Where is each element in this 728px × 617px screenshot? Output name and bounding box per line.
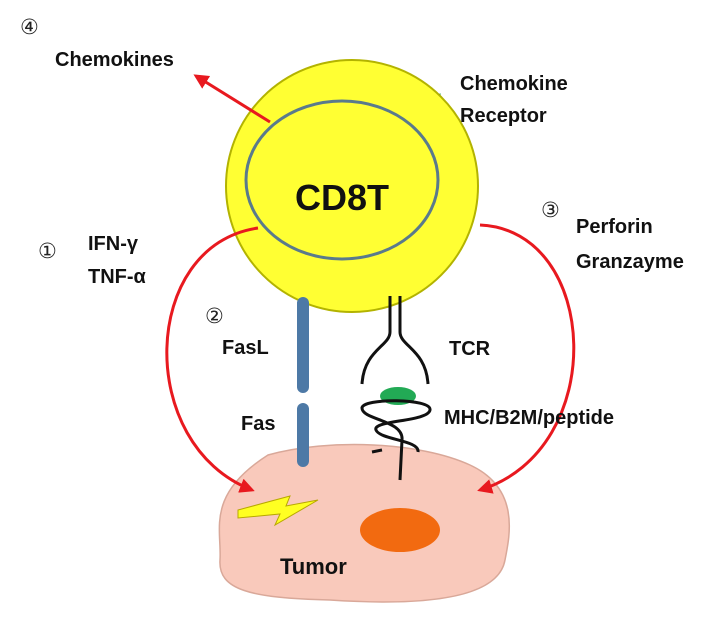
cytokine-arrow — [165, 226, 259, 493]
granzyme-label: Granzayme — [576, 251, 684, 273]
cd8t-cell — [225, 59, 479, 313]
chemokines-label: Chemokines — [55, 49, 174, 71]
mhc-coil — [360, 399, 432, 481]
tumor-label: Tumor — [280, 554, 347, 579]
tcr-label: TCR — [449, 338, 491, 360]
chemokines-arrow — [193, 74, 271, 124]
tcr-receptor — [360, 296, 430, 385]
pathway-4-number: ④ — [20, 15, 39, 39]
chemokine-receptor-label-1: Chemokine — [460, 73, 568, 95]
tnf-alpha-label: TNF-α — [88, 266, 147, 288]
pathway-2-number: ② — [205, 304, 224, 328]
cd8t-inner-ring — [244, 99, 440, 261]
fasl-label: FasL — [222, 337, 269, 359]
perforin-label: Perforin — [576, 216, 653, 238]
pathway-1-number: ① — [38, 239, 57, 263]
ifn-gamma-label: IFN-γ — [88, 233, 139, 255]
mhc-label: MHC/B2M/peptide — [444, 407, 614, 429]
tumor-nucleus — [360, 508, 440, 552]
fas-bar — [297, 403, 309, 467]
fasl-bar — [297, 297, 309, 393]
lightning-bolt-icon — [237, 495, 319, 527]
cd8t-label: CD8T — [295, 177, 389, 218]
chemokine-receptor-label-2: Receptor — [460, 105, 547, 127]
perforin-arrow — [477, 223, 576, 494]
pathway-3-number: ③ — [541, 198, 560, 222]
fas-label: Fas — [241, 413, 275, 435]
